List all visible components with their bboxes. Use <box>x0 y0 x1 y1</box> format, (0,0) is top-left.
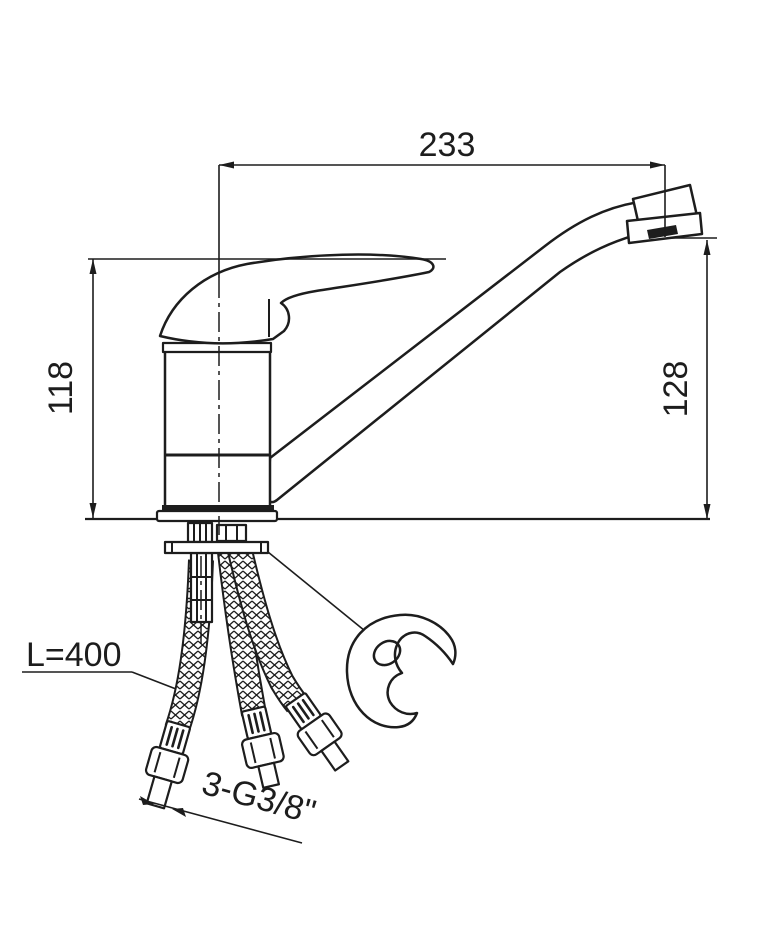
dimension-128-value: 128 <box>657 361 695 418</box>
hose-thread-stub <box>145 775 173 810</box>
hose-end-fitting <box>240 705 285 789</box>
dimension-arrow <box>89 259 97 274</box>
nut-facet-line <box>304 730 319 750</box>
nut-facet-line <box>269 737 276 759</box>
mounting-wrench-illustration <box>345 613 457 729</box>
dimension-128: 128 <box>657 237 717 519</box>
nut-facet-line <box>249 742 257 764</box>
dimension-arrow <box>703 504 711 519</box>
ferrule-slot <box>165 725 173 746</box>
thread-arrow <box>140 796 154 805</box>
ferrule-slot <box>258 711 266 732</box>
supply-hose-right <box>227 548 350 772</box>
dimension-arrow <box>650 161 665 169</box>
hose-end-fitting <box>285 692 350 772</box>
dimension-arrow <box>219 161 234 169</box>
hose-braid <box>229 548 306 712</box>
wrench-hole <box>372 639 402 667</box>
dimension-233: 233 <box>219 126 666 237</box>
faucet-illustration <box>85 183 710 810</box>
hose-thread-stub <box>257 761 280 789</box>
hose-thread-stub <box>320 740 350 772</box>
wrench-body <box>345 613 457 729</box>
dimension-118: 118 <box>42 258 446 518</box>
faucet-lever-handle <box>158 253 435 345</box>
ferrule-slot <box>171 727 179 748</box>
below-counter-assembly <box>144 521 457 810</box>
faucet-body <box>163 349 272 513</box>
dimension-arrow <box>89 503 97 518</box>
hose-end-fitting <box>144 720 191 810</box>
spout-aerator-screen <box>647 225 678 239</box>
nut-facet-line <box>321 719 335 738</box>
shank-fittings <box>186 521 248 544</box>
dimension-118-value: 118 <box>42 361 80 415</box>
base-flange <box>155 509 279 523</box>
dimension-arrow <box>703 240 711 255</box>
mounting-plate-bar <box>163 540 270 555</box>
ferrule-slot <box>253 712 260 733</box>
body-base-band <box>162 505 274 511</box>
nut-facet-line <box>172 757 181 779</box>
thread-arrow <box>172 808 186 817</box>
wrench-leader-line <box>267 551 371 636</box>
ferrule-slot <box>176 729 185 750</box>
mounting-plate <box>163 540 270 555</box>
ferrule-slot <box>301 698 315 717</box>
nut-facet-line <box>153 751 162 773</box>
right-shank-nut <box>215 523 248 543</box>
ferrule-slot <box>247 713 254 735</box>
dimensions: 233 118 128 <box>42 126 717 648</box>
thread-spec-line <box>138 798 303 844</box>
hose-length-leader-line <box>131 671 177 690</box>
ferrule-slot <box>296 702 310 720</box>
hose-length-label: L=400 <box>26 636 122 674</box>
ferrule-slot <box>291 705 305 724</box>
dimension-233-value: 233 <box>419 126 476 164</box>
